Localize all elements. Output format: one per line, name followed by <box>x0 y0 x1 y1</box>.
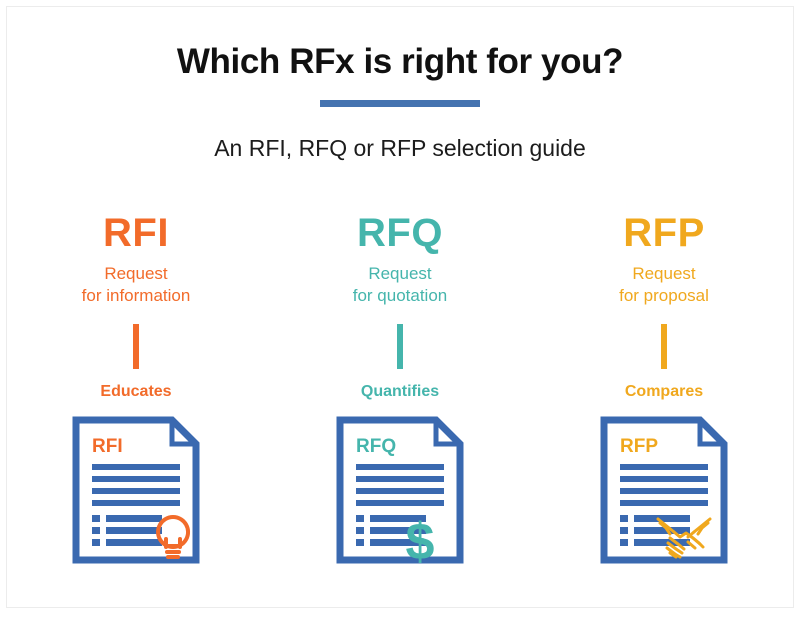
column-code-rfq: RFQ <box>357 211 443 255</box>
expansion-line-1: Request <box>632 264 696 283</box>
connector-bar-rfq <box>397 324 403 369</box>
connector-bar-rfi <box>133 324 139 369</box>
handshake-icon <box>656 517 712 559</box>
document-bullet-lines <box>356 515 426 546</box>
column-expansion-rfp: Request for proposal <box>619 263 709 307</box>
document-text-lines <box>620 464 708 506</box>
dollar-sign-icon: $ <box>406 513 435 564</box>
column-verb-rfp: Compares <box>624 383 704 400</box>
column-expansion-rfi: Request for information <box>82 263 191 307</box>
expansion-line-2: for information <box>81 286 191 305</box>
connector-bar-rfp <box>661 324 667 369</box>
document-text-lines <box>356 464 444 506</box>
document-text-lines <box>92 464 180 506</box>
header: Which RFx is right for you? An RFI, RFQ … <box>0 40 800 163</box>
column-rfi: RFI Request for information Educates RFI <box>12 210 260 569</box>
document-label-rfq: RFQ <box>356 436 396 457</box>
column-rfp: RFP Request for proposal Compares RFP <box>540 210 788 569</box>
document-label-rfi: RFI <box>92 436 123 457</box>
column-verb-rfq: Quantifies <box>360 383 440 400</box>
title-divider <box>320 100 480 107</box>
document-icon-rfi: RFI <box>72 416 200 569</box>
document-corner-fold <box>169 420 196 447</box>
document-icon-rfp: RFP <box>600 416 728 569</box>
document-bullet-lines <box>92 515 162 546</box>
document-svg-rfq: RFQ $ <box>336 416 464 571</box>
page-title: Which RFx is right for you? <box>176 42 624 81</box>
column-rfq: RFQ Request for quotation Quantifies RFQ <box>276 210 524 571</box>
document-icon-rfq: RFQ $ <box>336 416 464 571</box>
expansion-line-2: for proposal <box>619 286 709 305</box>
column-code-rfp: RFP <box>623 211 705 255</box>
document-svg-rfi: RFI <box>72 416 200 564</box>
document-corner-fold <box>433 420 460 447</box>
expansion-line-1: Request <box>104 264 168 283</box>
rfx-columns: RFI Request for information Educates RFI <box>12 210 788 571</box>
column-code-rfi: RFI <box>103 211 169 255</box>
document-corner-fold <box>697 420 724 447</box>
expansion-line-2: for quotation <box>352 286 448 305</box>
page-subtitle: An RFI, RFQ or RFP selection guide <box>214 135 586 161</box>
document-label-rfp: RFP <box>620 436 658 457</box>
column-expansion-rfq: Request for quotation <box>353 263 448 307</box>
column-verb-rfi: Educates <box>100 383 172 400</box>
document-svg-rfp: RFP <box>600 416 728 564</box>
lightbulb-icon <box>156 515 190 559</box>
document-bullet-lines <box>620 515 690 546</box>
expansion-line-1: Request <box>368 264 432 283</box>
